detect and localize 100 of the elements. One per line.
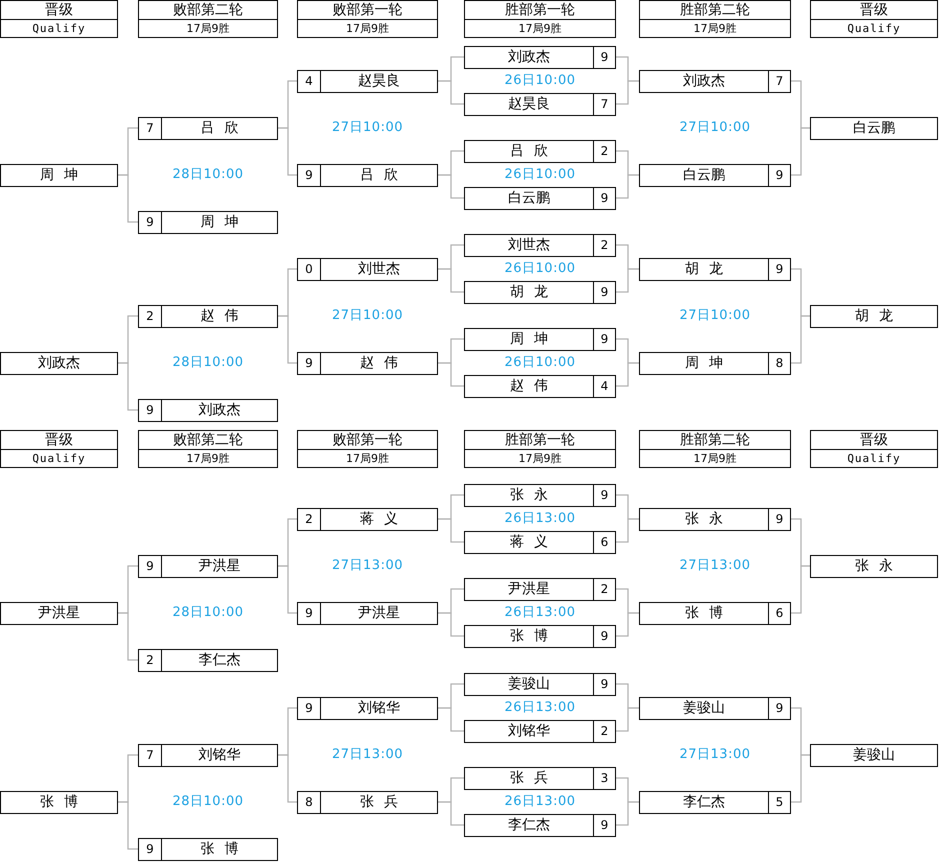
- score: 9: [768, 508, 790, 530]
- player-name: 刘世杰: [320, 258, 437, 280]
- bracket-line: [118, 612, 138, 661]
- bracket-line: [616, 518, 639, 543]
- player-slot: [138, 398, 278, 422]
- score: 3: [593, 768, 615, 788]
- player-slot: [138, 838, 278, 860]
- bracket-line: [438, 80, 464, 105]
- player-slot: [639, 352, 791, 374]
- header-subtitle: 17局9胜: [465, 449, 615, 467]
- player-name: 周 坤: [161, 212, 277, 232]
- bracket-line: [616, 174, 639, 199]
- header-subtitle: 17局9胜: [139, 449, 277, 467]
- qualifier-slot: [0, 602, 118, 624]
- player-slot: [464, 140, 616, 162]
- qualifier-slot: [810, 554, 938, 578]
- match-time: 28日10:00: [171, 166, 244, 184]
- player-name: 蒋 义: [320, 508, 437, 530]
- score: 8: [768, 352, 790, 374]
- bracket-line: [438, 801, 464, 826]
- match-time: 26日10:00: [503, 354, 576, 372]
- player-slot: [464, 720, 616, 742]
- player-slot: [464, 374, 616, 398]
- round-header: [810, 430, 938, 468]
- bracket-line: [616, 362, 639, 387]
- player-name: 刘铭华: [161, 744, 277, 766]
- player-slot: [138, 648, 278, 672]
- player-slot: [138, 304, 278, 328]
- player-name: 周 坤: [508, 330, 550, 349]
- player-name: 姜骏山: [852, 746, 896, 765]
- player-name: 赵 伟: [161, 306, 277, 326]
- player-name: 张 博: [161, 838, 277, 860]
- player-name: 张 博: [38, 793, 80, 812]
- header-title: 晋级: [44, 1, 74, 19]
- player-slot: [297, 164, 438, 186]
- match-time: 26日10:00: [503, 260, 576, 278]
- player-name: 张 永: [508, 486, 550, 505]
- player-slot: [464, 46, 616, 68]
- score: 6: [768, 602, 790, 624]
- bracket-line: [438, 362, 464, 387]
- score: 9: [145, 214, 155, 231]
- player-name: 白云鹏: [507, 189, 551, 208]
- player-slot: [639, 602, 791, 624]
- round-header: [138, 0, 278, 38]
- player-name: 尹洪星: [507, 580, 551, 599]
- player-slot: [297, 70, 438, 92]
- bracket-line: [438, 518, 464, 543]
- player-name: 刘政杰: [161, 400, 277, 420]
- header-subtitle: 17局9胜: [640, 449, 790, 467]
- bracket-line: [616, 612, 639, 637]
- header-subtitle: 17局9胜: [640, 19, 790, 37]
- player-slot: [138, 210, 278, 234]
- match-time: 27日10:00: [330, 119, 404, 137]
- score: 9: [304, 355, 314, 372]
- player-name: 尹洪星: [161, 556, 277, 576]
- round-header: [0, 0, 118, 38]
- score: 6: [593, 532, 615, 552]
- player-name: 姜骏山: [682, 699, 726, 718]
- player-name: 白云鹏: [852, 119, 896, 138]
- player-name: 李仁杰: [507, 816, 551, 835]
- player-slot: [138, 554, 278, 578]
- score: 9: [593, 484, 615, 506]
- player-name: 蒋 义: [508, 533, 550, 552]
- player-name: 刘政杰: [682, 72, 726, 91]
- qualifier-slot: [810, 744, 938, 766]
- player-name: 刘政杰: [507, 48, 551, 67]
- header-subtitle: 17局9胜: [465, 19, 615, 37]
- score: 9: [768, 258, 790, 280]
- round-header: [464, 0, 616, 38]
- bracket-line: [616, 80, 639, 105]
- round-header: [639, 0, 791, 38]
- player-name: 胡 龙: [854, 307, 894, 326]
- header-title: 败部第二轮: [172, 1, 244, 19]
- score: 2: [593, 234, 615, 256]
- score: 2: [593, 720, 615, 742]
- player-name: 胡 龙: [684, 260, 724, 279]
- bracket-line: [438, 707, 464, 732]
- bracket-line: [438, 268, 464, 293]
- player-name: 尹洪星: [320, 602, 437, 624]
- player-name: 刘政杰: [37, 354, 81, 373]
- header-subtitle: 17局9胜: [139, 19, 277, 37]
- player-slot: [464, 484, 616, 506]
- header-title: 胜部第一轮: [504, 431, 576, 449]
- score: 9: [593, 46, 615, 68]
- bracket-line: [791, 315, 810, 364]
- player-slot: [464, 624, 616, 648]
- player-slot: [639, 70, 791, 92]
- score: 4: [304, 73, 314, 90]
- player-name: 赵 伟: [508, 377, 550, 396]
- header-title: 晋级: [859, 431, 889, 449]
- player-name: 赵 伟: [320, 352, 437, 374]
- round-header: [297, 0, 438, 38]
- score: 2: [593, 140, 615, 162]
- score: 9: [145, 558, 155, 575]
- player-name: 刘铭华: [320, 698, 437, 718]
- match-time: 28日10:00: [171, 793, 244, 811]
- player-slot: [138, 744, 278, 766]
- header-subtitle: Qualify: [811, 449, 937, 467]
- score: 7: [768, 70, 790, 92]
- player-name: 赵昊良: [507, 95, 551, 114]
